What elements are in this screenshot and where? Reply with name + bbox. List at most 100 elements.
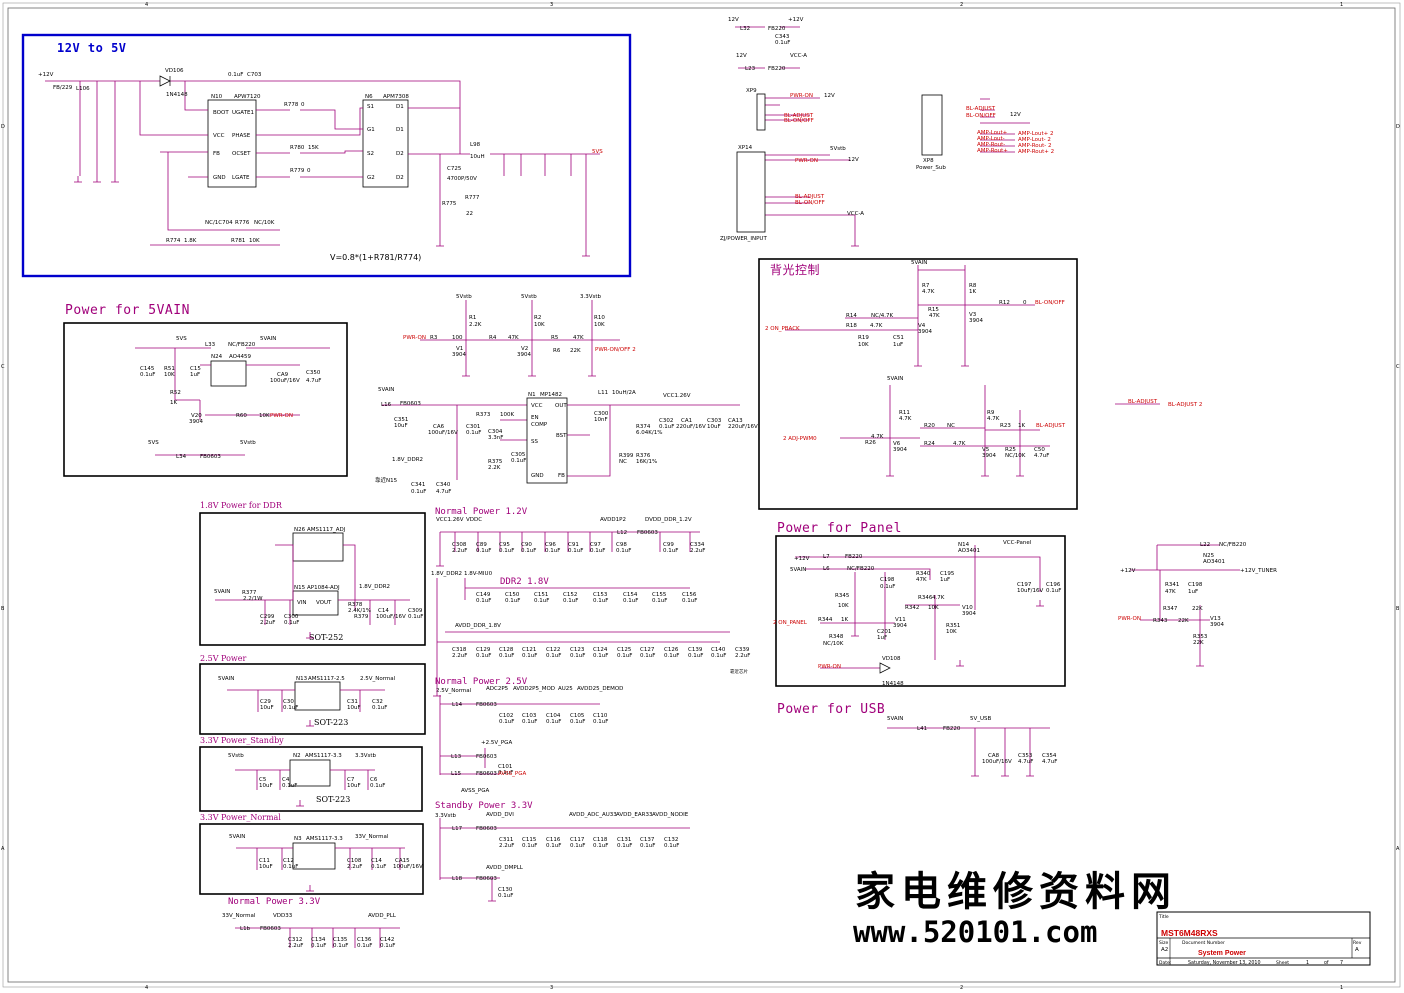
svg-text:C353: C353	[1018, 753, 1033, 759]
svg-text:SOT-252: SOT-252	[309, 633, 343, 642]
svg-text:4.7uF: 4.7uF	[306, 378, 321, 384]
svg-text:10uF: 10uF	[347, 705, 361, 711]
svg-text:0.1uF: 0.1uF	[499, 719, 514, 725]
svg-text:AP1084-ADJ: AP1084-ADJ	[307, 585, 340, 591]
svg-text:C7: C7	[347, 777, 355, 783]
svg-text:0.1uF: 0.1uF	[682, 598, 697, 604]
svg-text:V2: V2	[521, 346, 528, 352]
svg-text:C130: C130	[498, 887, 513, 893]
svg-text:AO3401: AO3401	[1203, 559, 1225, 565]
svg-text:PHASE: PHASE	[232, 133, 251, 139]
svg-text:10K: 10K	[838, 603, 849, 609]
svg-text:4.7K: 4.7K	[922, 289, 935, 295]
svg-text:C139: C139	[688, 647, 703, 653]
svg-text:L6: L6	[823, 566, 830, 572]
svg-text:SS: SS	[531, 439, 538, 445]
svg-text:C: C	[1, 364, 5, 370]
svg-text:0.1uF: 0.1uF	[522, 653, 537, 659]
svg-text:L11: L11	[598, 390, 608, 396]
svg-text:VCC1.26V: VCC1.26V	[436, 517, 464, 523]
doc-title: MST6M48RXS	[1161, 928, 1218, 938]
svg-text:FB0603: FB0603	[476, 771, 497, 777]
svg-text:V5: V5	[982, 447, 990, 453]
svg-text:3904: 3904	[893, 623, 907, 629]
svg-text:CA13: CA13	[728, 418, 743, 424]
svg-text:22K: 22K	[1192, 606, 1203, 612]
title-block: Title MST6M48RXS Size A2 Document Number…	[1156, 911, 1371, 966]
svg-text:4.7K: 4.7K	[870, 323, 883, 329]
svg-text:0.1uF: 0.1uF	[616, 548, 631, 554]
svg-text:S2: S2	[367, 151, 374, 157]
svg-text:FB0603: FB0603	[476, 754, 497, 760]
svg-text:FB0603: FB0603	[400, 401, 421, 407]
svg-text:BL-ON/OFF: BL-ON/OFF	[966, 113, 996, 119]
svg-text:AMP-Rout+ 2: AMP-Rout+ 2	[1018, 149, 1054, 155]
svg-text:C153: C153	[593, 592, 608, 598]
svg-text:5VAIN: 5VAIN	[218, 676, 234, 682]
svg-text:L23: L23	[745, 66, 756, 72]
svg-text:C105: C105	[570, 713, 585, 719]
svg-text:R346: R346	[918, 595, 933, 601]
svg-text:Power_Sub: Power_Sub	[916, 165, 946, 171]
svg-text:AVDD_NODIE: AVDD_NODIE	[652, 812, 689, 818]
svg-text:100uF/16V: 100uF/16V	[376, 614, 406, 620]
svg-text:5Vstb: 5Vstb	[521, 294, 537, 300]
svg-text:0.1uF: 0.1uF	[590, 548, 605, 554]
svg-text:0.1uF: 0.1uF	[593, 843, 608, 849]
svg-text:C308: C308	[452, 542, 467, 548]
svg-text:C12: C12	[283, 858, 294, 864]
svg-text:2.2uF: 2.2uF	[452, 653, 467, 659]
ic-n10	[207, 99, 257, 188]
svg-text:2.2uF: 2.2uF	[260, 620, 275, 626]
svg-text:C96: C96	[545, 542, 556, 548]
svg-text:Saturday, November 13, 2010: Saturday, November 13, 2010	[1188, 960, 1261, 966]
svg-text:3.3Vstb: 3.3Vstb	[355, 753, 377, 759]
svg-text:L33: L33	[205, 342, 216, 348]
svg-text:10K: 10K	[259, 413, 270, 419]
svg-text:4.7K: 4.7K	[899, 416, 912, 422]
svg-text:0.1uF: 0.1uF	[522, 843, 537, 849]
svg-text:0.1uF: 0.1uF	[664, 653, 679, 659]
svg-text:C98: C98	[616, 542, 627, 548]
svg-text:12V: 12V	[824, 93, 835, 99]
svg-text:100uF/16V: 100uF/16V	[270, 378, 300, 384]
svg-text:L41: L41	[917, 726, 927, 732]
ic-n6	[362, 99, 409, 188]
svg-text:C102: C102	[499, 713, 513, 719]
svg-text:VIN: VIN	[297, 600, 307, 606]
svg-text:0.1uF: 0.1uF	[380, 943, 395, 949]
svg-text:47K: 47K	[508, 335, 519, 341]
svg-text:5VAIN: 5VAIN	[229, 834, 245, 840]
svg-text:AMS1117-3.3: AMS1117-3.3	[306, 836, 343, 842]
svg-text:2.2uF: 2.2uF	[690, 548, 705, 554]
svg-text:3904: 3904	[982, 453, 996, 459]
svg-text:10K: 10K	[946, 629, 957, 635]
section-title: Standby Power 3.3V	[435, 801, 533, 811]
svg-text:C151: C151	[534, 592, 548, 598]
svg-text:10uF: 10uF	[707, 424, 721, 430]
svg-text:AMP-Rout- 2: AMP-Rout- 2	[1018, 143, 1052, 149]
svg-text:5VS: 5VS	[176, 336, 187, 342]
svg-text:4.7uF: 4.7uF	[1034, 453, 1049, 459]
svg-text:AVDD1P2: AVDD1P2	[600, 517, 626, 523]
svg-text:C152: C152	[563, 592, 577, 598]
svg-text:3904: 3904	[452, 352, 466, 358]
svg-text:BL-ADJUST: BL-ADJUST	[966, 106, 996, 112]
svg-text:N24: N24	[211, 354, 223, 360]
svg-text:C354: C354	[1042, 753, 1057, 759]
svg-text:1.8V_DDR2: 1.8V_DDR2	[392, 457, 423, 463]
svg-text:0: 0	[1023, 300, 1027, 306]
svg-text:22K: 22K	[1178, 618, 1189, 624]
svg-text:0.1uF: 0.1uF	[664, 843, 679, 849]
svg-text:0.1uF: 0.1uF	[476, 598, 491, 604]
svg-text:1K: 1K	[1018, 423, 1025, 429]
svg-text:N6: N6	[365, 94, 373, 100]
svg-text:22: 22	[466, 211, 473, 217]
svg-text:C126: C126	[664, 647, 679, 653]
svg-text:of: of	[1324, 960, 1329, 966]
svg-text:5VS: 5VS	[148, 440, 159, 446]
svg-text:22K: 22K	[1193, 640, 1204, 646]
svg-text:C118: C118	[593, 837, 608, 843]
svg-text:3904: 3904	[962, 611, 976, 617]
